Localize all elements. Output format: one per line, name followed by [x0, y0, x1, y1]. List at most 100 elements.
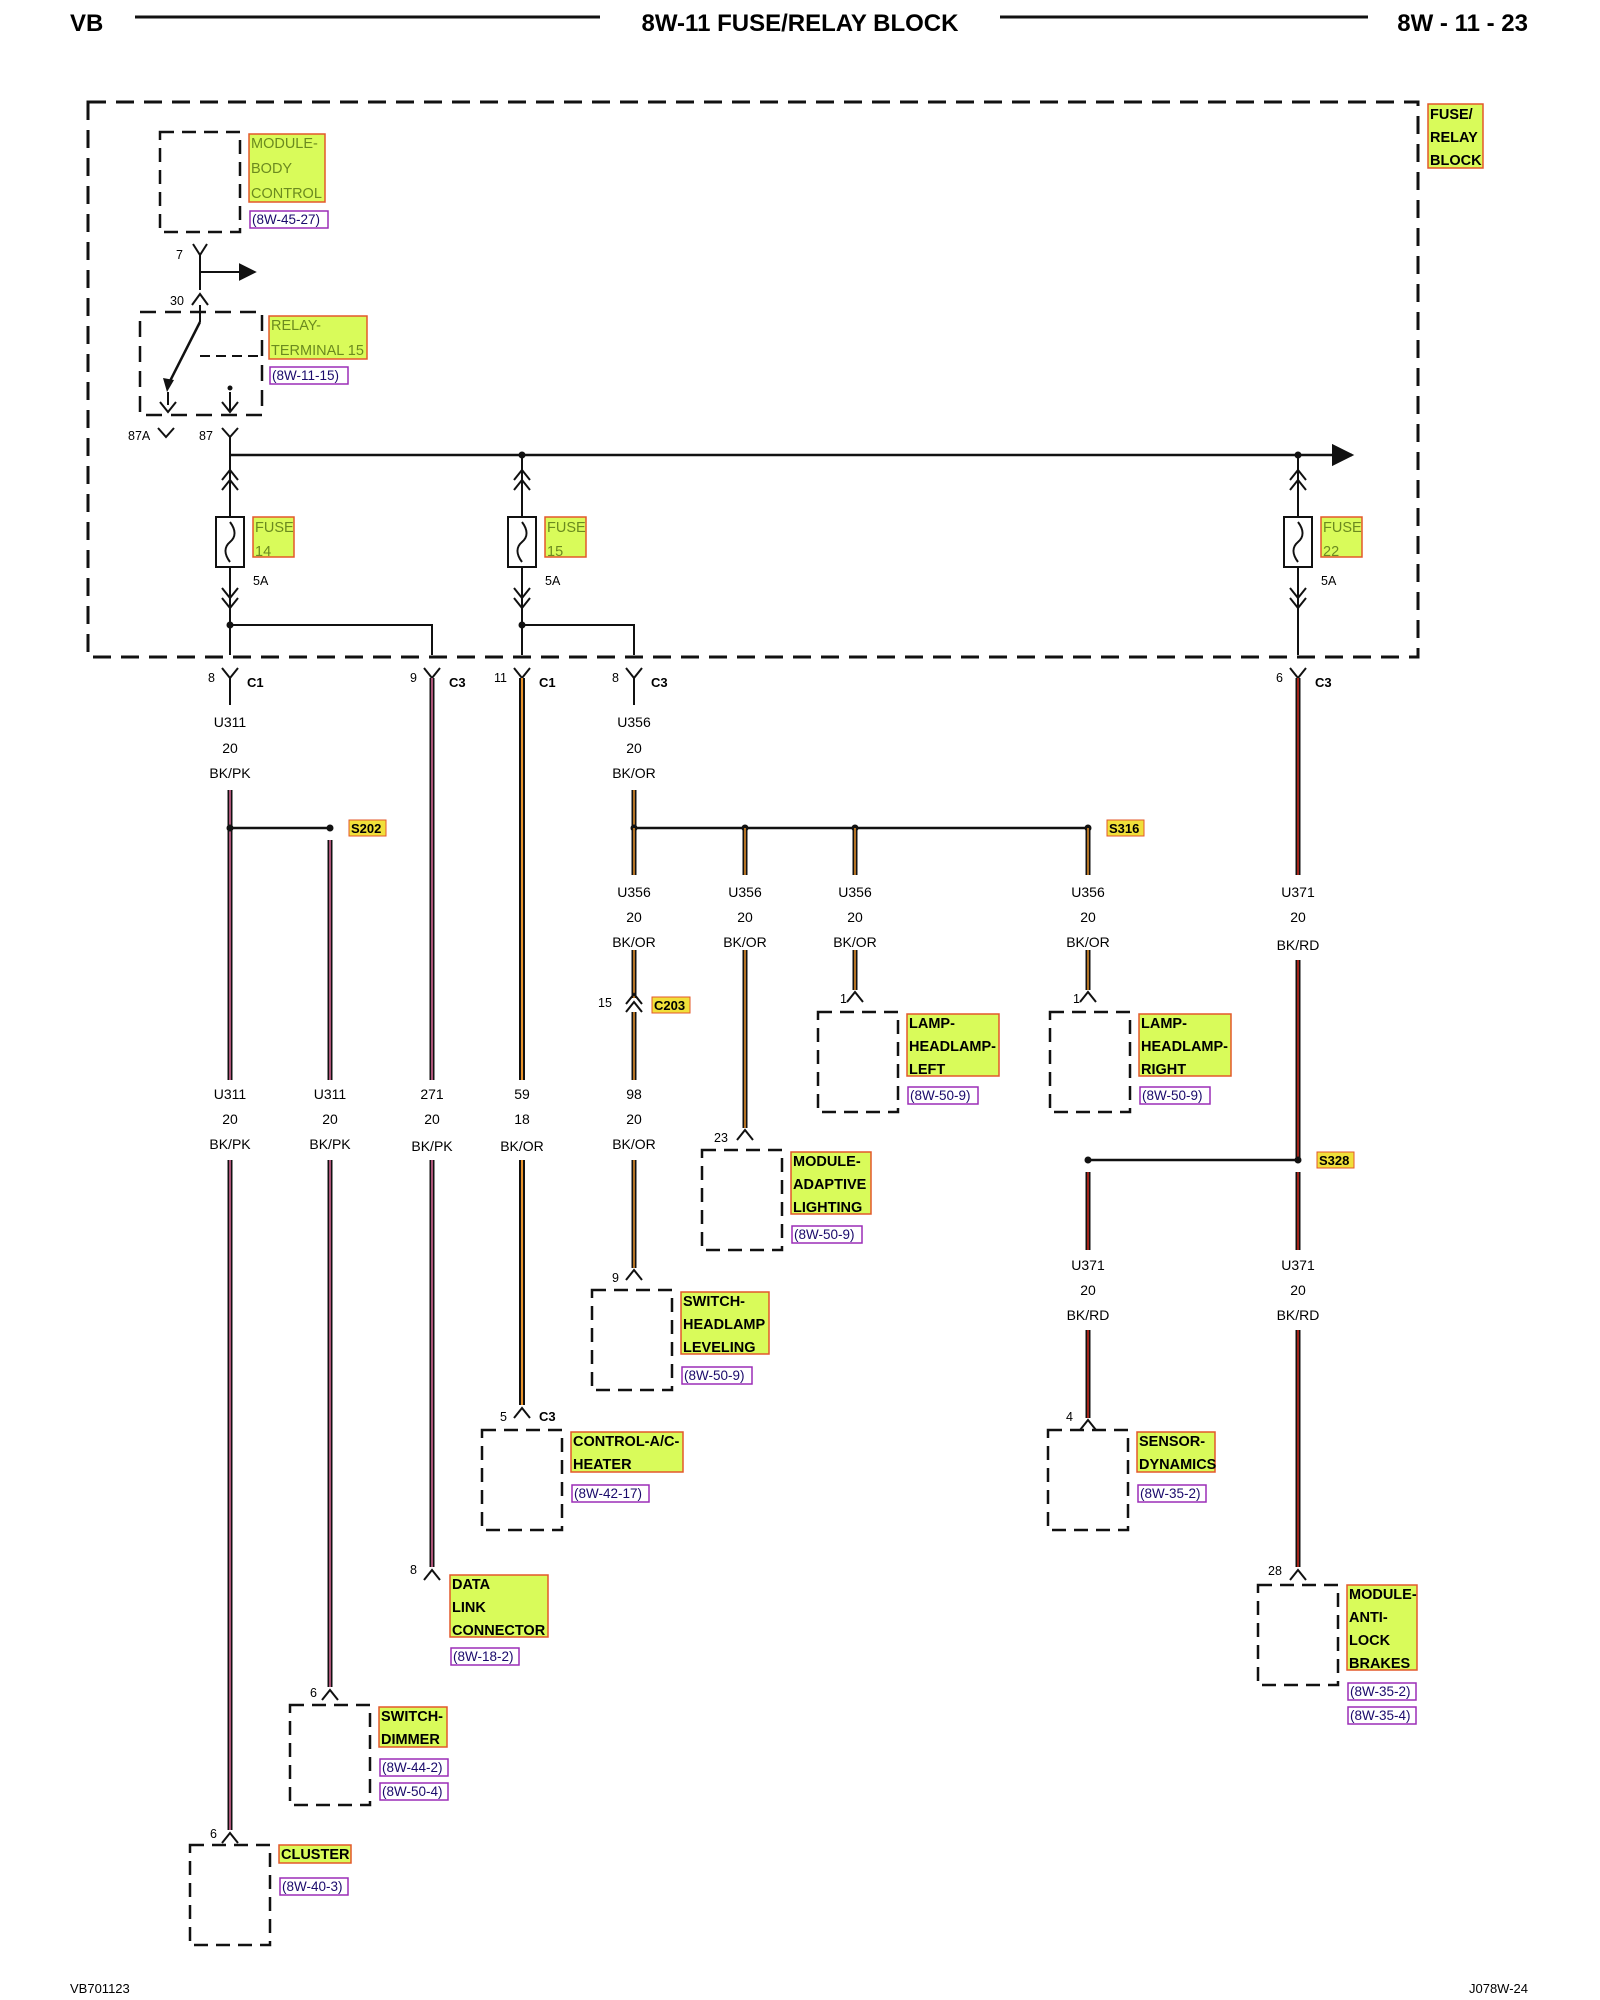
- svg-text:20: 20: [322, 1111, 338, 1127]
- svg-text:FUSE/: FUSE/: [1430, 107, 1473, 123]
- svg-text:CONNECTOR: CONNECTOR: [452, 1623, 546, 1639]
- lamp-headlamp-left: 1 LAMP- HEADLAMP- LEFT (8W-50-9): [816, 990, 1000, 1114]
- pin-dimmer-6: 6: [310, 1686, 317, 1700]
- svg-text:(8W-40-3): (8W-40-3): [282, 1879, 343, 1894]
- page-number: 8W - 11 - 23: [1397, 10, 1528, 37]
- pin-adaptive-23: 23: [714, 1131, 728, 1145]
- fuse-15-rating: 5A: [545, 574, 561, 588]
- svg-text:20: 20: [626, 909, 642, 925]
- svg-text:BK/PK: BK/PK: [309, 1136, 351, 1152]
- svg-text:20: 20: [222, 1111, 238, 1127]
- svg-text:BK/OR: BK/OR: [612, 934, 656, 950]
- svg-text:U356: U356: [838, 884, 872, 900]
- svg-text:BK/PK: BK/PK: [209, 765, 251, 781]
- header-left: VB: [70, 10, 103, 37]
- svg-text:18: 18: [514, 1111, 530, 1127]
- cluster: 6 CLUSTER (8W-40-3): [188, 1827, 352, 1947]
- svg-text:LINK: LINK: [452, 1600, 486, 1616]
- svg-text:20: 20: [424, 1111, 440, 1127]
- wire-label-u311-top: U311 20 BK/PK: [209, 714, 251, 781]
- svg-text:CLUSTER: CLUSTER: [281, 1847, 350, 1863]
- svg-text:S316: S316: [1109, 821, 1139, 836]
- fuse-15: FUSE 15 5A: [507, 455, 587, 625]
- svg-text:HEADLAMP-: HEADLAMP-: [1141, 1039, 1228, 1055]
- svg-text:20: 20: [737, 909, 753, 925]
- svg-text:RELAY-: RELAY-: [271, 318, 321, 334]
- svg-text:LIGHTING: LIGHTING: [793, 1200, 862, 1216]
- svg-text:BK/RD: BK/RD: [1067, 1307, 1110, 1323]
- svg-text:8: 8: [612, 671, 619, 685]
- pin-abs-28: 28: [1268, 1564, 1282, 1578]
- svg-text:HEATER: HEATER: [573, 1457, 632, 1473]
- pin-dynamics-4: 4: [1066, 1410, 1073, 1424]
- relay-terminal-15: RELAY- TERMINAL 15 (8W-11-15): [138, 305, 368, 417]
- svg-text:FUSE: FUSE: [1323, 520, 1362, 536]
- svg-text:15: 15: [547, 544, 563, 560]
- switch-dimmer: 6 SWITCH- DIMMER (8W-44-2) (8W-50-4): [288, 1686, 449, 1807]
- svg-text:U311: U311: [214, 714, 247, 730]
- svg-text:20: 20: [1080, 909, 1096, 925]
- svg-text:6: 6: [1276, 671, 1283, 685]
- svg-text:CONTROL: CONTROL: [251, 186, 322, 202]
- svg-text:DYNAMICS: DYNAMICS: [1139, 1457, 1217, 1473]
- connector-c3-pin8: 8 C3: [612, 667, 668, 690]
- wire-label-u371-abs: U371 20 BK/RD: [1277, 1257, 1320, 1323]
- pin-lamp-left-1: 1: [840, 992, 847, 1006]
- svg-text:SWITCH-: SWITCH-: [683, 1294, 745, 1310]
- svg-text:U356: U356: [728, 884, 762, 900]
- svg-text:LAMP-: LAMP-: [909, 1016, 955, 1032]
- wire-label-u311-dimmer: U311 20 BK/PK: [309, 1086, 351, 1152]
- svg-text:LOCK: LOCK: [1349, 1633, 1391, 1649]
- svg-text:BK/OR: BK/OR: [612, 765, 656, 781]
- svg-text:S202: S202: [351, 821, 381, 836]
- svg-text:C3: C3: [651, 675, 668, 690]
- svg-text:C3: C3: [1315, 675, 1332, 690]
- wire-u356-c203: 15 C203: [598, 828, 691, 1268]
- wire-label-u356-adaptive: U356 20 BK/OR: [723, 884, 767, 950]
- svg-text:MODULE-: MODULE-: [793, 1154, 861, 1170]
- svg-text:FUSE: FUSE: [547, 520, 586, 536]
- connector-c3-ac: C3: [539, 1409, 556, 1424]
- svg-text:U371: U371: [1281, 1257, 1315, 1273]
- svg-text:ADAPTIVE: ADAPTIVE: [793, 1177, 867, 1193]
- svg-text:C1: C1: [247, 675, 264, 690]
- svg-text:BK/PK: BK/PK: [411, 1138, 453, 1154]
- pin-7: 7: [176, 248, 183, 262]
- footer-right: J078W-24: [1469, 1981, 1528, 1996]
- svg-text:20: 20: [847, 909, 863, 925]
- svg-text:(8W-50-9): (8W-50-9): [684, 1368, 745, 1383]
- splice-s316: S316: [630, 819, 1145, 837]
- wire-label-59: 59 18 BK/OR: [500, 1086, 544, 1154]
- connector-c1-pin8: 8 C1: [208, 667, 264, 690]
- page-header: VB 8W-11 FUSE/RELAY BLOCK 8W - 11 - 23: [70, 10, 1528, 37]
- pin-30: 30: [170, 294, 184, 308]
- svg-text:LEVELING: LEVELING: [683, 1340, 756, 1356]
- data-link-connector: 8 DATA LINK CONNECTOR (8W-18-2): [410, 1563, 549, 1666]
- svg-text:TERMINAL 15: TERMINAL 15: [271, 343, 364, 359]
- svg-text:BK/OR: BK/OR: [833, 934, 877, 950]
- svg-text:U356: U356: [1071, 884, 1105, 900]
- svg-text:(8W-35-2): (8W-35-2): [1350, 1684, 1411, 1699]
- page-title: 8W-11 FUSE/RELAY BLOCK: [642, 10, 960, 37]
- svg-text:U371: U371: [1281, 884, 1315, 900]
- svg-text:BRAKES: BRAKES: [1349, 1656, 1411, 1672]
- wire-label-u356-lamp-left: U356 20 BK/OR: [833, 884, 877, 950]
- svg-text:(8W-50-9): (8W-50-9): [910, 1088, 971, 1103]
- svg-text:(8W-11-15): (8W-11-15): [272, 368, 339, 383]
- svg-text:(8W-50-9): (8W-50-9): [794, 1227, 855, 1242]
- svg-text:14: 14: [255, 544, 271, 560]
- svg-text:20: 20: [1290, 909, 1306, 925]
- svg-text:(8W-35-2): (8W-35-2): [1140, 1486, 1201, 1501]
- wire-label-u356-top: U356 20 BK/OR: [612, 714, 656, 781]
- svg-text:22: 22: [1323, 544, 1339, 560]
- pin-leveling-9: 9: [612, 1271, 619, 1285]
- svg-text:U311: U311: [314, 1086, 347, 1102]
- svg-text:U311: U311: [214, 1086, 247, 1102]
- fuse-22-rating: 5A: [1321, 574, 1337, 588]
- svg-text:U356: U356: [617, 714, 651, 730]
- svg-text:BK/OR: BK/OR: [1066, 934, 1110, 950]
- svg-text:U371: U371: [1071, 1257, 1105, 1273]
- splice-s328: S328: [1084, 1151, 1355, 1169]
- lamp-headlamp-right: 1 LAMP- HEADLAMP- RIGHT (8W-50-9): [1048, 990, 1232, 1114]
- svg-text:98: 98: [626, 1086, 642, 1102]
